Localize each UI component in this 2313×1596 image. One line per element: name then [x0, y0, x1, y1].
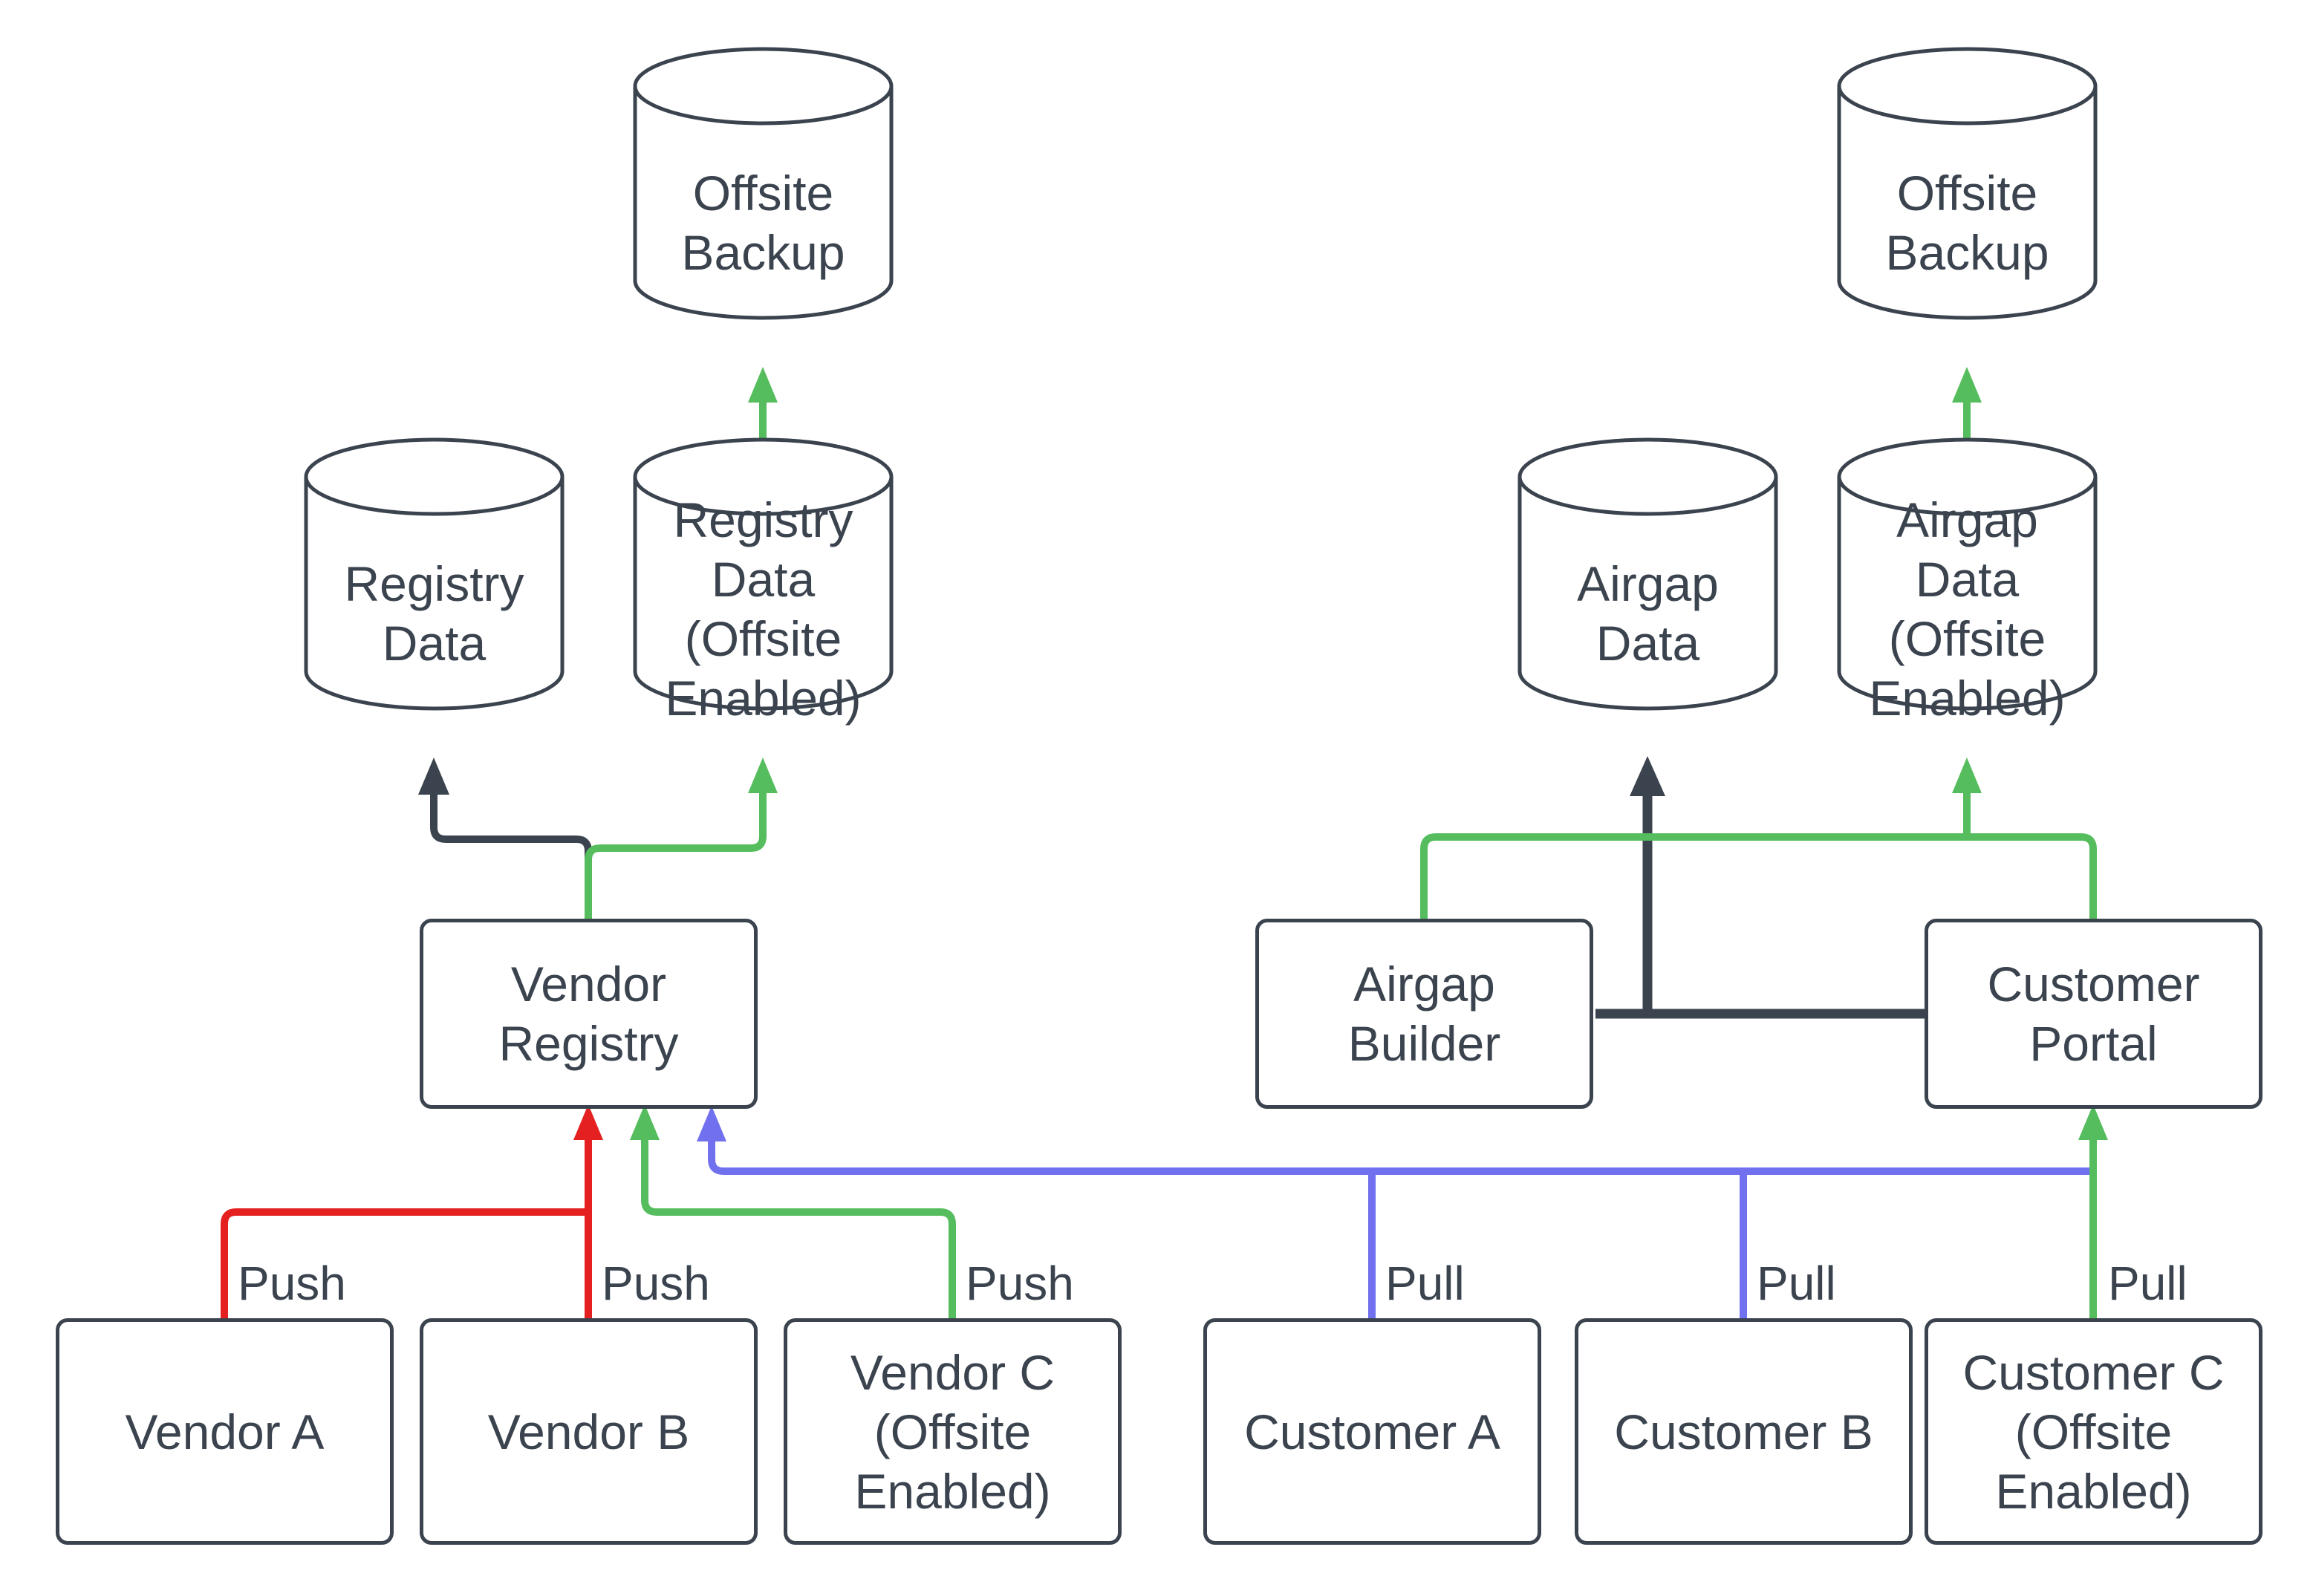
edge-line-vendor-c — [641, 1139, 956, 1320]
edge-registry-offsite-to-offsite-backup-left — [748, 367, 778, 440]
arrowhead-vendor-registry-blue — [697, 1106, 726, 1141]
cylinder-top — [633, 437, 894, 516]
edge-line-vendor-a — [221, 1208, 585, 1320]
arrowhead-offsite-backup-left — [748, 367, 778, 403]
edge-vendor-registry-to-registry-data-offsite — [585, 758, 778, 920]
edge-label-pull-customer-b: Pull — [1757, 1257, 1836, 1310]
edge-label-pull-customer-a: Pull — [1385, 1257, 1465, 1310]
edge-line-registry-data-offsite — [585, 792, 767, 920]
node-vendor-a: Vendor A — [56, 1318, 394, 1545]
arrowhead-registry-data-offsite — [748, 758, 778, 793]
edge-customer-c-pull — [2078, 1104, 2108, 1320]
cylinder-top — [633, 47, 894, 126]
edge-vendor-registry-to-registry-data — [418, 758, 592, 920]
edge-line-registry-data — [430, 792, 592, 920]
node-registry-data-shape — [304, 437, 565, 711]
node-customer-a: Customer A — [1203, 1318, 1541, 1545]
cylinder-top — [1837, 437, 2098, 516]
arrowhead-vendor-registry-green — [630, 1104, 660, 1140]
arrowhead-offsite-backup-right — [1952, 367, 1982, 403]
node-airgap-data-offsite-shape — [1837, 437, 2098, 711]
node-airgap-builder: Airgap Builder — [1255, 919, 1593, 1109]
node-customer-c: Customer C (Offsite Enabled) — [1925, 1318, 2262, 1545]
edge-label-push-vendor-a: Push — [238, 1257, 346, 1310]
edge-customers-pull-vendor-registry — [697, 1106, 2093, 1320]
arrowhead-airgap-data — [1630, 756, 1665, 796]
node-customer-portal: Customer Portal — [1925, 919, 2262, 1109]
cylinder-body — [1837, 86, 2098, 320]
arrowhead-vendor-registry-red — [573, 1104, 603, 1140]
node-vendor-registry: Vendor Registry — [420, 919, 758, 1109]
edge-portal-builder-to-airgap-data — [1595, 756, 1928, 1019]
edge-label-push-vendor-c: Push — [966, 1257, 1074, 1310]
node-offsite-backup-right-shape — [1837, 47, 2098, 320]
arrowhead-customer-portal — [2078, 1104, 2108, 1140]
node-customer-b: Customer B — [1575, 1318, 1913, 1545]
edge-line-green-network — [1420, 833, 2097, 920]
cylinder-top — [304, 437, 565, 516]
node-offsite-backup-left-shape — [633, 47, 894, 320]
edge-label-push-vendor-b: Push — [602, 1257, 710, 1310]
cylinder-top — [1837, 47, 2098, 126]
node-registry-data-offsite-shape — [633, 437, 894, 711]
arrowhead-registry-data — [418, 758, 449, 795]
cylinder-body — [1837, 477, 2098, 711]
cylinder-body — [633, 477, 894, 711]
cylinder-body — [1517, 477, 1778, 711]
node-airgap-data-shape — [1517, 437, 1778, 711]
edge-line-pull-horizontal — [708, 1140, 2093, 1175]
arrowhead-airgap-data-offsite — [1952, 758, 1982, 793]
node-vendor-b: Vendor B — [420, 1318, 758, 1545]
cylinder-body — [304, 477, 565, 711]
node-vendor-c: Vendor C (Offsite Enabled) — [784, 1318, 1122, 1545]
edge-vendor-c-push — [630, 1104, 956, 1320]
cylinder-top — [1517, 437, 1778, 516]
edge-airgap-offsite-to-offsite-backup-right — [1952, 367, 1982, 440]
edge-vendors-push-vendor-registry — [221, 1104, 603, 1320]
edge-builder-portal-to-airgap-offsite — [1420, 758, 2097, 920]
cylinder-body — [633, 86, 894, 320]
edge-label-pull-customer-c: Pull — [2108, 1257, 2187, 1310]
